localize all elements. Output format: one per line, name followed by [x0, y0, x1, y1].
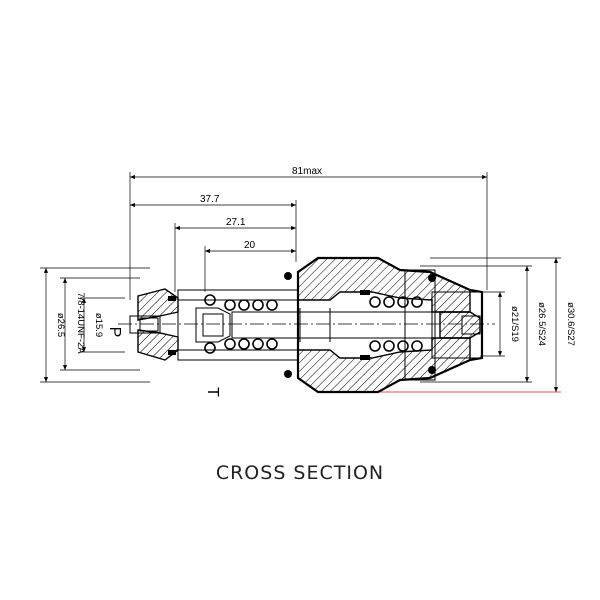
overall-length-label: 81max [292, 166, 322, 177]
dimension-overall-length: 81max [129, 166, 488, 300]
nose-cone [137, 288, 179, 321]
right-diameter-2-label: ø26.5/S24 [536, 302, 547, 346]
left-diameter-label: ø26.5 [55, 313, 66, 337]
dimension-inner-diameter: ø15.9 [80, 297, 125, 353]
port-p-label: P [106, 327, 123, 338]
dimension-length-1: 37.7 [130, 194, 297, 262]
o-rings [168, 272, 436, 378]
length-2-label: 27.1 [226, 217, 246, 228]
dimension-length-2: 27.1 [174, 217, 296, 292]
right-diameter-3-label: ø30.6/S27 [565, 302, 576, 346]
dimension-thread: 7/8-14UNF-2A [60, 277, 140, 371]
length-3-label: 20 [244, 240, 256, 251]
poppet [195, 307, 231, 343]
length-1-label: 37.7 [200, 194, 220, 205]
spring-right [369, 296, 423, 352]
dimension-right-diameter-3: ø30.6/S27 [380, 257, 576, 393]
dimension-right-diameter-1: ø21/S19 [480, 291, 520, 357]
dimension-left-diameter: ø26.5 [40, 267, 150, 383]
spool [231, 311, 433, 339]
dimension-length-3: 20 [204, 240, 296, 292]
spring-left [204, 294, 278, 354]
valve-body [118, 256, 495, 394]
thread-label: 7/8-14UNF-2A [75, 292, 86, 354]
drawing-caption: CROSS SECTION [215, 462, 385, 484]
inner-diameter-label: ø15.9 [93, 313, 104, 337]
port-t-label: T [204, 387, 221, 397]
dimension-right-diameter-2: ø26.5/S24 [420, 265, 547, 383]
lock-nut [404, 269, 436, 381]
right-diameter-1-label: ø21/S19 [509, 306, 520, 342]
